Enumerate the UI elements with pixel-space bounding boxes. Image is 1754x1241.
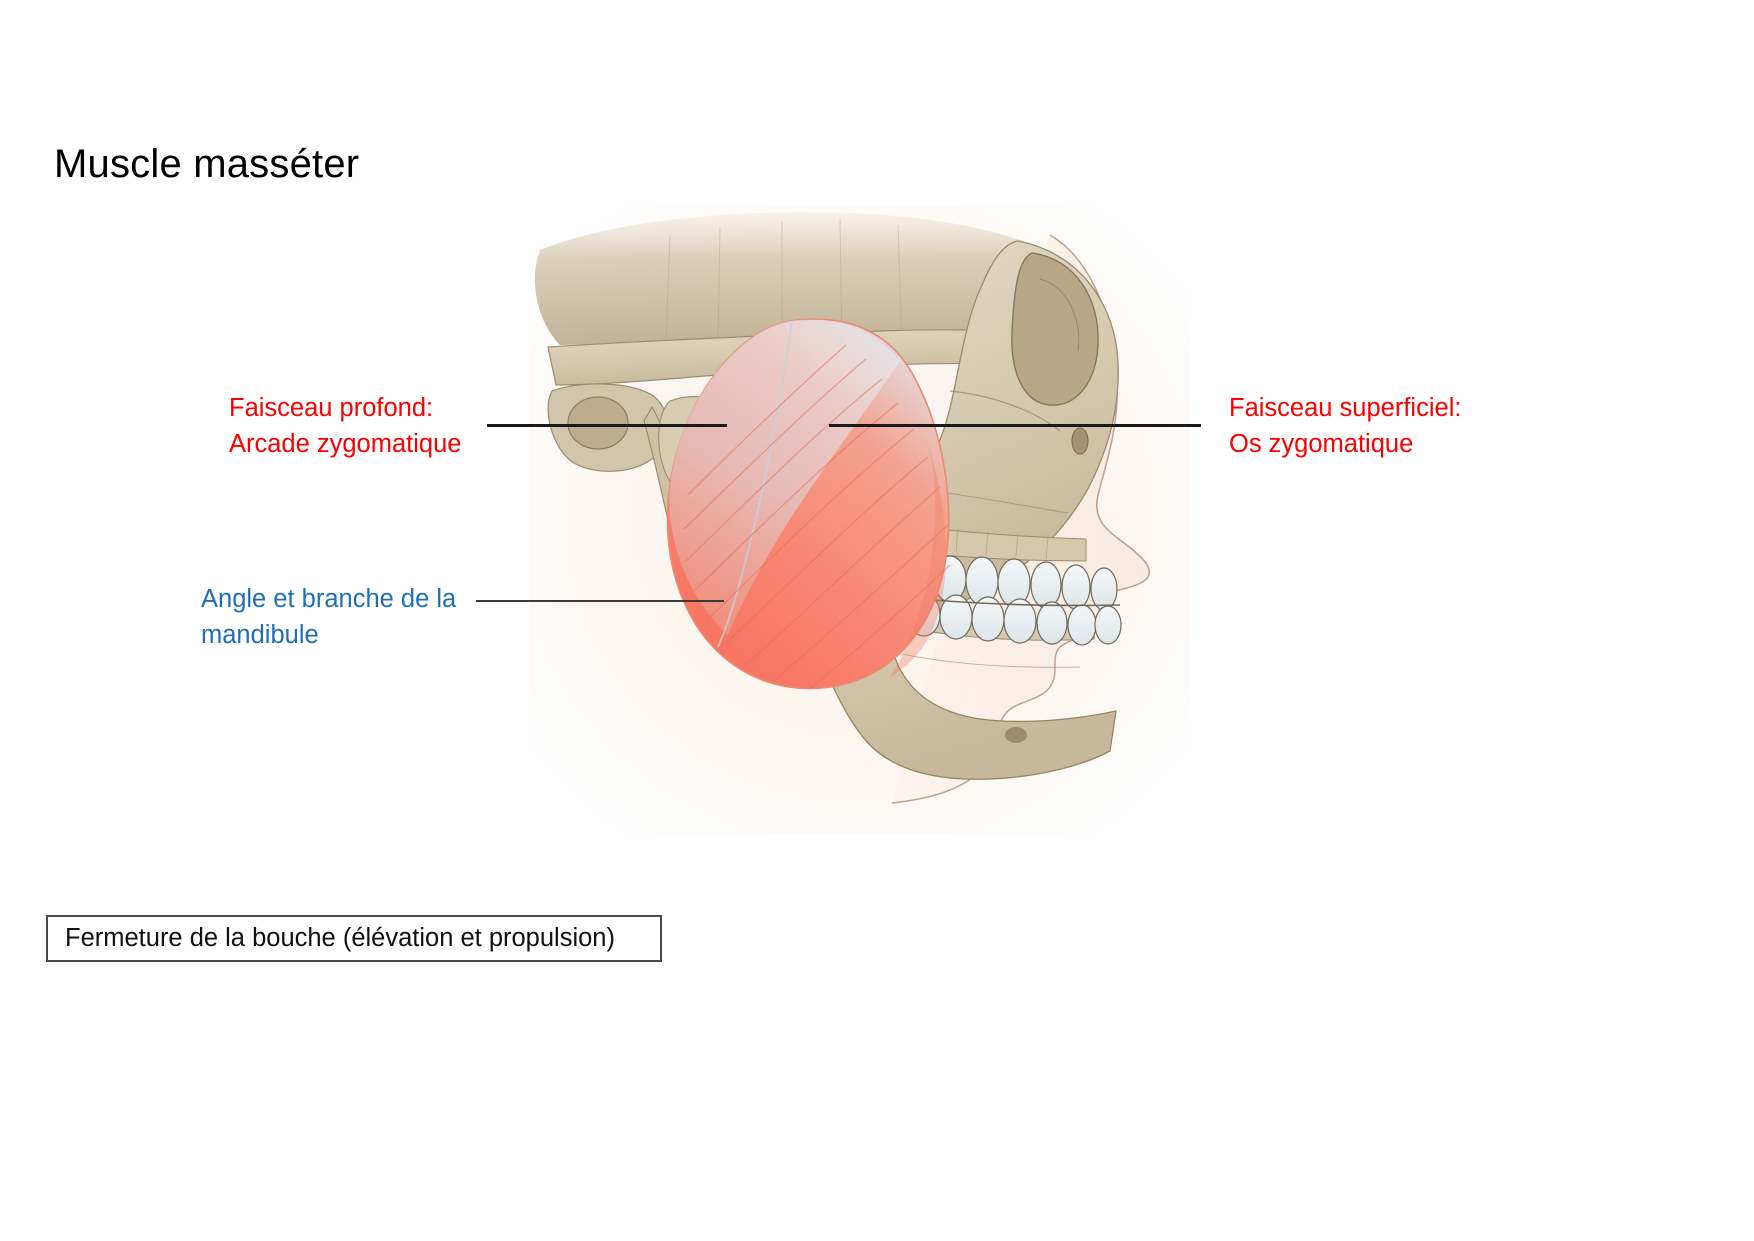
external-acoustic-meatus: [567, 396, 629, 450]
callout-mandible: Angle et branche de la mandibule: [201, 581, 456, 653]
leader-line-deep-bundle: [487, 424, 727, 427]
anatomy-illustration: [520, 195, 1220, 855]
callout-deep-bundle-line2: Arcade zygomatique: [229, 430, 462, 458]
function-note-box: Fermeture de la bouche (élévation et pro…: [46, 915, 662, 962]
page-title: Muscle masséter: [54, 142, 360, 186]
skull-masseter-svg: [530, 205, 1190, 835]
callout-mandible-line1: Angle et branche de la: [201, 585, 457, 613]
function-note-text: Fermeture de la bouche (élévation et pro…: [65, 924, 615, 952]
leader-line-mandible: [476, 600, 724, 602]
orbit: [1011, 252, 1099, 406]
leader-line-superficial-bundle: [829, 424, 1201, 428]
mental-foramen: [1005, 727, 1027, 743]
callout-superficial-bundle: Faisceau superficiel: Os zygomatique: [1229, 390, 1461, 462]
masseter-muscle: [666, 318, 951, 690]
callout-superficial-bundle-line2: Os zygomatique: [1229, 430, 1414, 458]
callout-mandible-line2: mandibule: [201, 621, 319, 649]
callout-superficial-bundle-line1: Faisceau superficiel:: [1229, 394, 1462, 422]
infraorbital-foramen: [1071, 427, 1089, 455]
callout-deep-bundle: Faisceau profond: Arcade zygomatique: [229, 390, 461, 462]
callout-deep-bundle-line1: Faisceau profond:: [229, 394, 434, 422]
